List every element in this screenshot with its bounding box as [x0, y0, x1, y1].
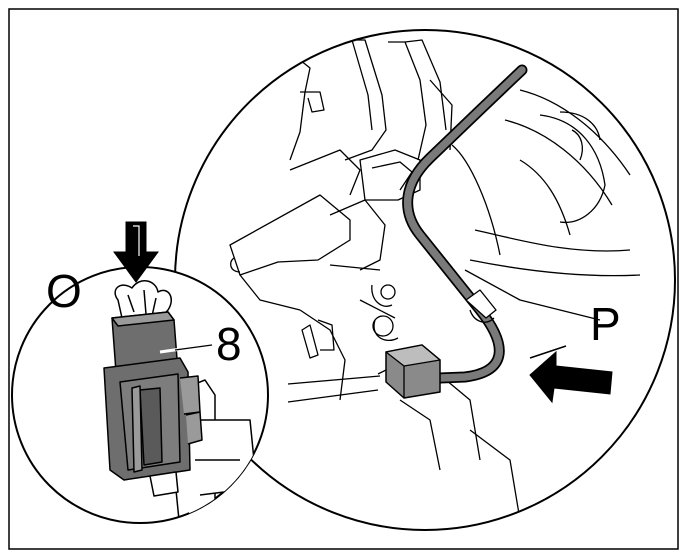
- body-panel: [451, 89, 641, 321]
- large-detail-view: [174, 29, 676, 531]
- diagram-frame: [8, 8, 679, 550]
- arrow-down-icon: [113, 221, 159, 283]
- mounting-plate: [229, 149, 521, 521]
- wire-connector: [377, 344, 441, 399]
- label-o: O: [46, 265, 82, 317]
- arrow-left-icon: [529, 345, 613, 404]
- small-detail-view: [11, 266, 269, 524]
- connector-8: [103, 311, 203, 497]
- detail-leader-line: [287, 375, 381, 385]
- label-part-number: 8: [216, 318, 242, 370]
- label-p: P: [590, 298, 621, 350]
- detail-leader-line-2: [287, 389, 379, 403]
- wire-harness: [402, 64, 528, 384]
- part-8-leader-line-dark: [174, 344, 213, 351]
